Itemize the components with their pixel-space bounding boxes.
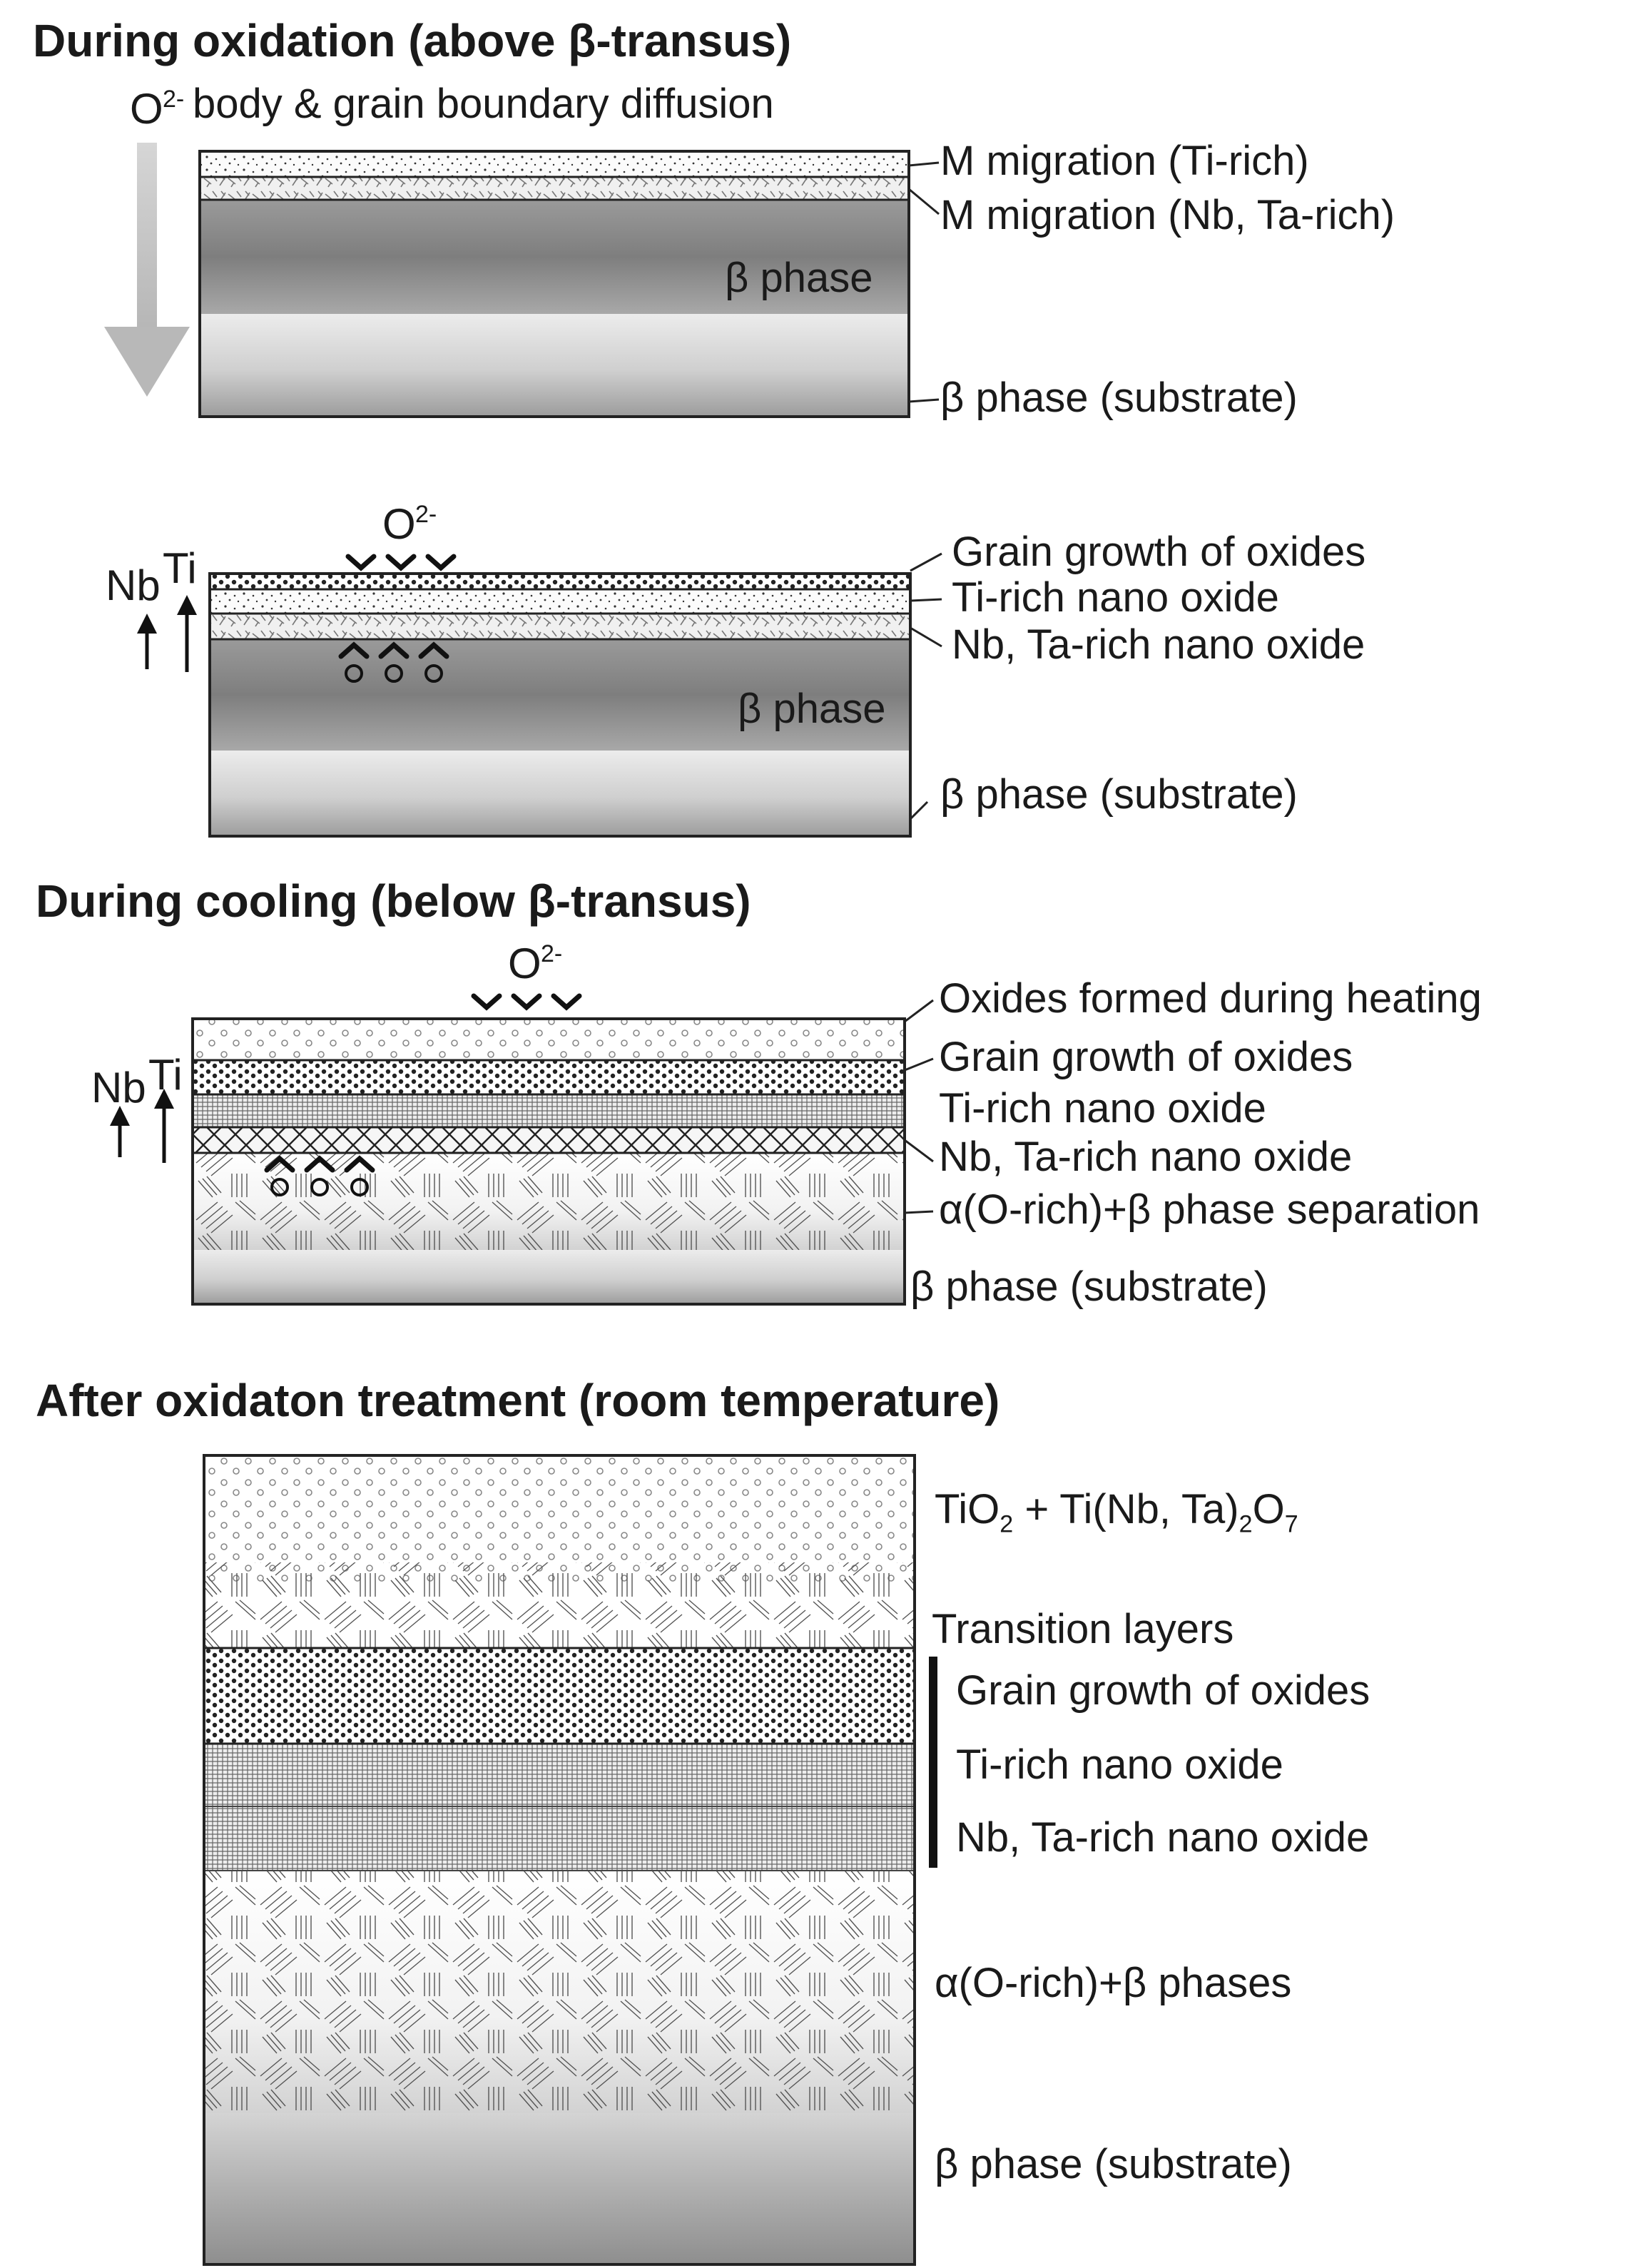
panel4-stack xyxy=(203,1454,916,2266)
p4-label-grain-growth: Grain growth of oxides xyxy=(956,1667,1370,1714)
p3-o-symbol: O xyxy=(508,940,541,987)
p3-o-chevrons xyxy=(471,993,582,1011)
p4-label-transition: Transition layers xyxy=(932,1606,1234,1652)
p3-ti-label: Ti xyxy=(148,1051,183,1099)
p3-label-ti-rich: Ti-rich nano oxide xyxy=(939,1085,1266,1132)
p3-ti-rich-layer xyxy=(193,1094,905,1127)
p3-substrate xyxy=(193,1250,905,1304)
panel3-stack xyxy=(191,1017,906,1306)
p4-label-nb-ta-rich: Nb, Ta-rich nano oxide xyxy=(956,1814,1370,1861)
p3-label-alpha-beta: α(O-rich)+β phase separation xyxy=(939,1186,1480,1233)
p3-leader-lines xyxy=(904,999,934,1214)
p1-o-symbol: O xyxy=(130,85,163,133)
p4-label-ti-rich: Ti-rich nano oxide xyxy=(956,1741,1283,1788)
p4-ti-rich-layer xyxy=(204,1744,915,1806)
p4-mixed-transition xyxy=(204,1562,915,1648)
p1-beta-layer xyxy=(200,200,909,314)
p2-vacancy-markers xyxy=(338,641,449,683)
p3-label-substrate: β phase (substrate) xyxy=(910,1263,1268,1310)
p2-o-superscript: 2- xyxy=(415,501,437,528)
p1-nb-ta-rich-layer xyxy=(200,177,909,200)
p3-label-heating-oxides: Oxides formed during heating xyxy=(939,975,1482,1022)
p4-nb-ta-rich-layer xyxy=(204,1806,915,1871)
p2-cation-arrows xyxy=(137,595,197,672)
p1-diffusion-text: body & grain boundary diffusion xyxy=(193,81,774,127)
p1-label-ti-rich: M migration (Ti-rich) xyxy=(940,138,1309,184)
p1-label-nb-ta-rich: M migration (Nb, Ta-rich) xyxy=(940,192,1395,238)
p2-label-substrate: β phase (substrate) xyxy=(940,771,1298,818)
p2-o-symbol: O xyxy=(382,500,416,548)
p2-nb-label: Nb xyxy=(106,561,161,609)
panel3-title: During cooling (below β-transus) xyxy=(36,875,751,927)
panel4-title: After oxidaton treatment (room temperatu… xyxy=(36,1375,1000,1426)
p1-substrate xyxy=(200,314,909,417)
transition-bracket xyxy=(929,1657,937,1868)
p4-substrate xyxy=(204,2113,915,2264)
p2-label-nb-ta-rich: Nb, Ta-rich nano oxide xyxy=(952,621,1365,668)
p3-label-nb-ta-rich: Nb, Ta-rich nano oxide xyxy=(939,1134,1353,1180)
p1-inner-beta-label: β phase xyxy=(725,255,873,301)
p2-nb-ta-rich-layer xyxy=(210,614,910,639)
p2-ti-label: Ti xyxy=(163,544,197,592)
p3-label-grain-growth: Grain growth of oxides xyxy=(939,1034,1353,1080)
p4-grain-growth-layer xyxy=(204,1648,915,1744)
p4-label-alpha-beta: α(O-rich)+β phases xyxy=(935,1960,1292,2006)
p1-ti-rich-layer xyxy=(200,151,909,177)
panel1-title: During oxidation (above β-transus) xyxy=(33,15,792,66)
p3-heating-oxides xyxy=(193,1019,905,1060)
p3-vacancy-markers xyxy=(264,1155,375,1196)
p2-grain-growth-layer xyxy=(210,574,910,589)
p2-leader-lines xyxy=(909,552,942,820)
panel1-stack xyxy=(198,150,910,418)
p2-ti-rich-layer xyxy=(210,589,910,614)
p3-cation-arrows xyxy=(110,1089,174,1163)
p3-grain-growth-layer xyxy=(193,1060,905,1094)
p3-nb-ta-rich-layer xyxy=(193,1127,905,1153)
p1-leader-lines xyxy=(908,161,940,403)
p2-o-chevrons xyxy=(345,554,457,571)
p4-label-substrate: β phase (substrate) xyxy=(935,2141,1292,2187)
p4-label-tio2: TiO2 + Ti(Nb, Ta)2O7 xyxy=(935,1486,1298,1538)
p1-diffusion-arrow xyxy=(104,143,190,397)
p2-inner-beta-label: β phase xyxy=(738,686,886,732)
p1-o-superscript: 2- xyxy=(163,86,185,113)
p2-beta-layer xyxy=(210,639,910,751)
p3-o-superscript: 2- xyxy=(541,940,563,967)
p2-substrate xyxy=(210,751,910,836)
p2-label-grain-growth: Grain growth of oxides xyxy=(952,529,1366,575)
panel2-stack xyxy=(208,572,912,838)
p2-label-ti-rich: Ti-rich nano oxide xyxy=(952,574,1279,621)
p3-nb-label: Nb xyxy=(91,1064,146,1112)
p1-label-substrate: β phase (substrate) xyxy=(940,375,1298,421)
